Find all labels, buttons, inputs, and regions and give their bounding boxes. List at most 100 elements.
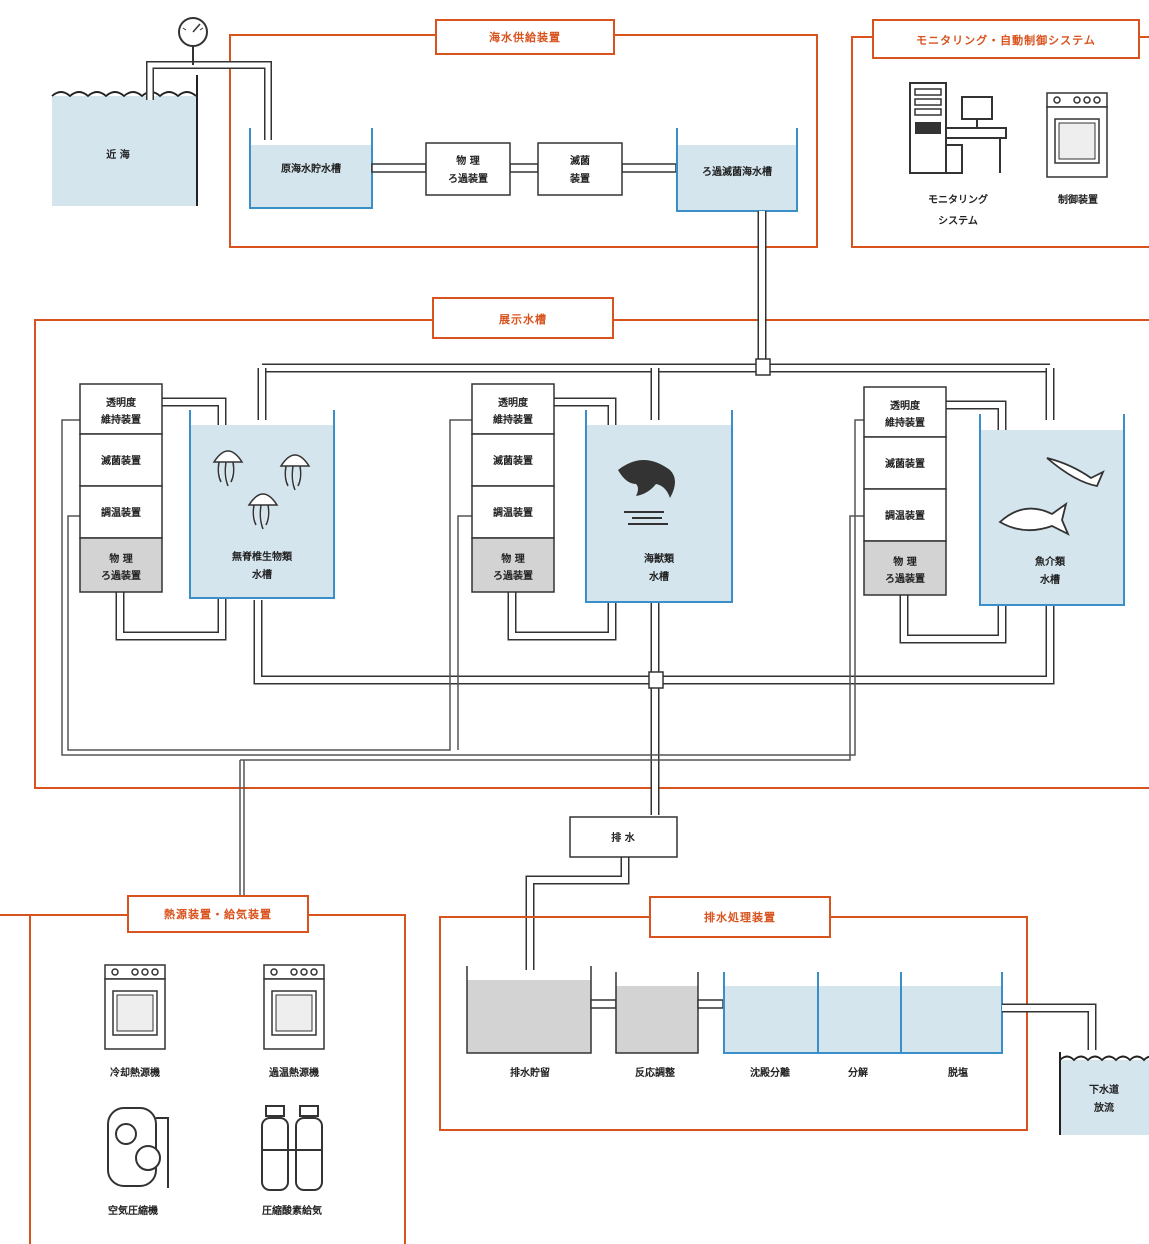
exhibit-section: 展示水槽 (34, 211, 1149, 920)
oxygen-tanks-icon (261, 1105, 323, 1191)
filter-unit-line1: 物 理 (501, 552, 524, 565)
jellyfish-tank-line1: 無脊椎生物類 (232, 550, 293, 563)
filter-unit-line2: ろ過装置 (885, 572, 925, 585)
filter-unit-line2: ろ過装置 (493, 569, 533, 582)
clarity-unit (863, 386, 947, 438)
reaction-tank (615, 972, 699, 1054)
cooling-unit-icon (104, 964, 166, 1050)
monitoring-system-line2: システム (938, 215, 978, 227)
fish-tank-line1: 魚介類 (1035, 555, 1066, 568)
filtered-seawater-tank: ろ過滅菌海水槽 (676, 128, 798, 212)
filter-unit (863, 540, 947, 596)
separation-label: 分解 (848, 1066, 868, 1079)
stack-pipe-inner (554, 399, 615, 414)
jellyfish-tank-line2: 水槽 (251, 568, 272, 581)
monitoring-system-line1: モニタリング (928, 193, 988, 206)
mammal-tank-line1: 海獣類 (644, 552, 675, 565)
drain-label: 排 水 (611, 831, 635, 844)
wastewater-section: 排水処理装置 排水貯留 反応調整 沈殿分離 分解 脱塩 (439, 896, 1097, 1131)
sterilizer-line2: 装置 (569, 172, 590, 185)
near-sea: 近 海 (51, 75, 198, 206)
supply-pipes (371, 163, 677, 173)
raw-seawater-tank: 原海水貯水槽 (249, 128, 373, 209)
reaction-label: 反応調整 (635, 1066, 675, 1079)
clarity-unit-line1: 透明度 (890, 399, 921, 412)
heat-air-label: 熱源装置・給気装置 (164, 907, 272, 921)
exhibit-label: 展示水槽 (498, 312, 547, 326)
dolphin-icon (618, 460, 675, 525)
wastewater-label: 排水処理装置 (704, 910, 776, 924)
physical-filter-line2: ろ過装置 (448, 172, 488, 185)
filter-unit-line1: 物 理 (109, 552, 132, 565)
sterilizer-unit (471, 433, 555, 487)
mammal-tank-line2: 水槽 (648, 570, 669, 583)
controller-label: 制御装置 (1058, 193, 1098, 206)
filtered-tank-label: ろ過滅菌海水槽 (702, 165, 772, 178)
physical-filter-box: 物 理 ろ過装置 (425, 142, 511, 196)
heating-label: 過温熱源機 (268, 1066, 319, 1079)
filter-unit (471, 537, 555, 593)
main-supply-pipe (257, 211, 1055, 420)
sterilizer-unit-label: 滅菌装置 (101, 454, 141, 467)
clarity-unit (79, 383, 163, 435)
raw-tank-label: 原海水貯水槽 (281, 162, 341, 175)
temperature-unit (79, 485, 163, 539)
sterilizer-unit-label: 滅菌装置 (493, 454, 533, 467)
fish-tank-line2: 水槽 (1039, 573, 1060, 586)
near-sea-label: 近 海 (106, 148, 129, 161)
clarity-unit (471, 383, 555, 435)
sterilizer-unit (79, 433, 163, 487)
heat-lines (61, 419, 866, 920)
stack-pipe-inner (162, 399, 225, 414)
storage-label: 排水貯留 (510, 1066, 550, 1079)
treatment-tank (723, 972, 1003, 1054)
temperature-unit-label: 調温装置 (885, 509, 925, 522)
monitoring-label: モニタリング・自動制御システム (916, 33, 1096, 47)
oxygen-label: 圧縮酸素給気 (262, 1204, 322, 1217)
fish-tank: 魚介類 水槽 (979, 414, 1125, 606)
sewer-line2: 放流 (1093, 1101, 1114, 1114)
seawater-supply-label: 海水供給装置 (489, 30, 561, 44)
clarity-unit-line2: 維持装置 (101, 413, 141, 426)
sewer-outlet: 下水道 放流 (1059, 1052, 1149, 1135)
sterilizer-line1: 滅菌 (570, 154, 590, 167)
controller-icon (1046, 92, 1108, 178)
desalt-label: 脱塩 (948, 1066, 968, 1079)
clarity-unit-line1: 透明度 (106, 396, 137, 409)
monitoring-computer-icon (909, 82, 1007, 174)
air-compressor-icon (107, 1107, 169, 1188)
heat-air-section: 熱源装置・給気装置 冷却熱源機 過温熱源機 空気圧縮機 圧縮酸素給気 (0, 895, 406, 1244)
drain-box: 排 水 (525, 816, 678, 970)
temperature-unit (471, 485, 555, 539)
stack-pipe-inner (946, 402, 1005, 417)
monitoring-section: モニタリング・自動制御システム モニタリング システム 制御装置 (851, 19, 1149, 248)
filter-unit-line2: ろ過装置 (101, 569, 141, 582)
jellyfish-icon (212, 450, 311, 530)
seawater-supply-section: 海水供給装置 近 海 原海水貯水槽 (51, 17, 818, 248)
fish-icon (998, 457, 1105, 536)
sewer-line1: 下水道 (1089, 1083, 1119, 1096)
filter-unit-line1: 物 理 (893, 555, 916, 568)
clarity-unit-line2: 維持装置 (885, 416, 925, 429)
return-pipe (253, 600, 1055, 815)
clarity-unit-line2: 維持装置 (493, 413, 533, 426)
cooling-label: 冷却熱源機 (110, 1066, 160, 1079)
temperature-unit-label: 調温装置 (493, 506, 533, 519)
compressor-label: 空気圧縮機 (108, 1204, 158, 1217)
waste-pipe-1 (590, 999, 617, 1009)
intake-pipe (146, 17, 272, 140)
clarity-unit-line1: 透明度 (498, 396, 529, 409)
waste-pipe-2 (697, 999, 724, 1009)
sediment-label: 沈殿分離 (750, 1066, 790, 1079)
temperature-unit (863, 488, 947, 542)
temperature-unit-label: 調温装置 (101, 506, 141, 519)
mammal-tank: 海獣類 水槽 (585, 410, 733, 603)
sterilizer-unit-label: 滅菌装置 (885, 457, 925, 470)
physical-filter-line1: 物 理 (456, 154, 479, 167)
storage-tank (466, 966, 592, 1054)
jellyfish-tank: 無脊椎生物類 水槽 (189, 410, 335, 599)
